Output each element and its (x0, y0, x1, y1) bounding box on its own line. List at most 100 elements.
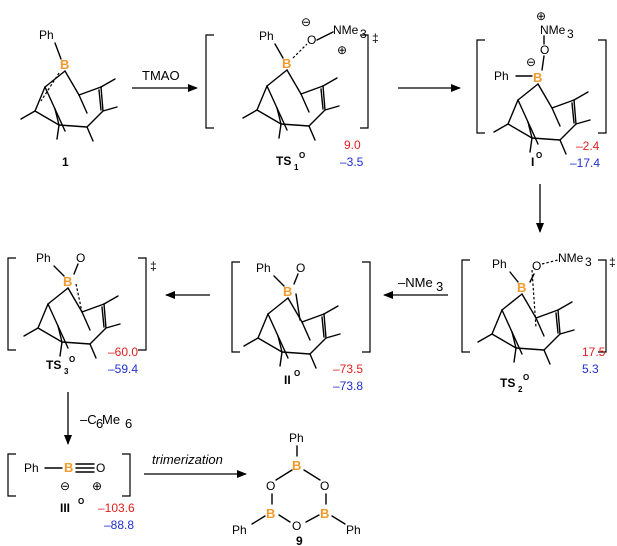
svg-text:2: 2 (518, 385, 523, 394)
svg-text:B: B (64, 460, 73, 475)
ts2-energy-red: 17.5 (582, 345, 606, 359)
intermediate-ii-structure: Ph B O (231, 261, 371, 369)
ts1-energy-blue: –3.5 (340, 155, 364, 169)
svg-text:6: 6 (125, 416, 132, 431)
svg-text:Me: Me (102, 412, 120, 427)
svg-text:⊕: ⊕ (92, 479, 102, 493)
iii-label: III O (60, 497, 84, 515)
svg-text:B: B (283, 284, 292, 299)
svg-text:O: O (294, 369, 300, 378)
svg-text:III: III (60, 501, 70, 515)
svg-text:II: II (284, 373, 291, 387)
svg-text:Ph: Ph (346, 523, 361, 537)
svg-text:‡: ‡ (150, 259, 157, 273)
svg-text:Ph: Ph (232, 523, 247, 537)
compound-1-label: 1 (62, 155, 69, 169)
compound-1: Ph B (20, 28, 118, 142)
svg-text:O: O (523, 373, 529, 382)
ts1-structure: Ph B O NMe 3 ⊖ ⊕ ‡ (205, 15, 379, 141)
svg-text:B: B (292, 458, 301, 473)
ts3-label: TS 3 O (46, 355, 75, 376)
svg-text:⊖: ⊖ (60, 479, 70, 493)
bracket-left (205, 34, 214, 129)
svg-text:O: O (96, 461, 105, 475)
i-label: I O (531, 151, 542, 169)
svg-text:O: O (296, 261, 305, 275)
svg-text:⊕: ⊕ (536, 9, 546, 23)
svg-text:TS: TS (276, 154, 291, 168)
ts2-label: TS 2 O (500, 373, 529, 394)
svg-text:3: 3 (585, 255, 592, 269)
svg-text:Ph: Ph (289, 431, 304, 445)
svg-text:NMe: NMe (333, 23, 359, 37)
svg-text:‡: ‡ (609, 255, 616, 269)
svg-text:B: B (533, 70, 542, 85)
svg-text:–NMe: –NMe (398, 275, 433, 290)
svg-text:O: O (540, 43, 549, 57)
svg-text:3: 3 (360, 27, 367, 41)
svg-text:Ph: Ph (492, 257, 507, 271)
svg-text:O: O (78, 497, 84, 506)
i-energy-blue: –17.4 (570, 156, 600, 170)
svg-text:O: O (292, 519, 301, 533)
svg-text:B: B (320, 506, 329, 521)
svg-text:B: B (282, 56, 291, 71)
svg-text:O: O (76, 251, 85, 265)
svg-text:O: O (320, 479, 329, 493)
reagent-tmao: TMAO (142, 68, 180, 83)
svg-text:B: B (266, 506, 275, 521)
boron-atom: B (60, 57, 69, 72)
iii-energy-blue: –88.8 (104, 518, 134, 532)
intermediate-i-structure: Ph B O NMe 3 ⊖ ⊕ (476, 9, 607, 155)
svg-text:TS: TS (46, 358, 61, 372)
ts2-energy-blue: 5.3 (582, 362, 599, 376)
iii-energy-red: –103.6 (98, 501, 135, 515)
svg-text:3: 3 (567, 27, 574, 41)
svg-text:O: O (532, 259, 541, 273)
svg-text:Ph: Ph (259, 29, 274, 43)
ii-energy-red: –73.5 (333, 362, 363, 376)
compound-9-label: 9 (296, 534, 303, 546)
ii-label: II O (284, 369, 300, 387)
ts2-structure: Ph B O NMe 3 ‡ (461, 251, 616, 365)
svg-text:6: 6 (96, 416, 103, 431)
ts3-energy-blue: –59.4 (108, 362, 138, 376)
svg-text:NMe: NMe (558, 251, 584, 265)
svg-text:Ph: Ph (36, 251, 51, 265)
svg-text:Ph: Ph (256, 261, 271, 275)
compound-9-structure: Ph B O O B B O Ph Ph (232, 431, 361, 537)
svg-text:⊕: ⊕ (337, 43, 347, 57)
svg-text:Ph: Ph (494, 69, 509, 83)
svg-text:O: O (299, 151, 305, 160)
svg-text:‡: ‡ (372, 31, 379, 45)
svg-text:⊖: ⊖ (301, 15, 311, 29)
svg-text:O: O (266, 479, 275, 493)
svg-text:O: O (69, 355, 75, 364)
reagent-trimerization: trimerization (152, 452, 223, 467)
ii-energy-blue: –73.8 (333, 379, 363, 393)
svg-text:⊖: ⊖ (526, 55, 536, 69)
svg-text:NMe: NMe (540, 23, 566, 37)
svg-text:O: O (536, 151, 542, 160)
svg-text:3: 3 (64, 367, 69, 376)
svg-text:TS: TS (500, 376, 515, 390)
svg-text:B: B (63, 274, 72, 289)
reagent-c6me6-loss: –C 6 Me 6 (80, 412, 132, 431)
phenyl-label: Ph (39, 28, 54, 42)
reagent-nme3-loss: –NMe 3 (398, 275, 443, 294)
svg-text:B: B (517, 280, 526, 295)
svg-text:Ph: Ph (24, 461, 39, 475)
svg-text:O: O (307, 33, 316, 47)
bracket-right (360, 34, 369, 129)
i-energy-red: –2.4 (576, 139, 600, 153)
svg-text:3: 3 (436, 279, 443, 294)
ts1-label: TS 1 O (276, 151, 305, 172)
ts3-energy-red: –60.0 (108, 345, 138, 359)
ts3-structure: Ph B O ‡ (7, 251, 157, 359)
svg-text:I: I (531, 155, 534, 169)
svg-text:–C: –C (80, 412, 97, 427)
svg-text:1: 1 (294, 163, 299, 172)
intermediate-iii-structure: Ph B O ⊖ ⊕ (7, 453, 131, 497)
ts1-energy-red: 9.0 (344, 138, 361, 152)
